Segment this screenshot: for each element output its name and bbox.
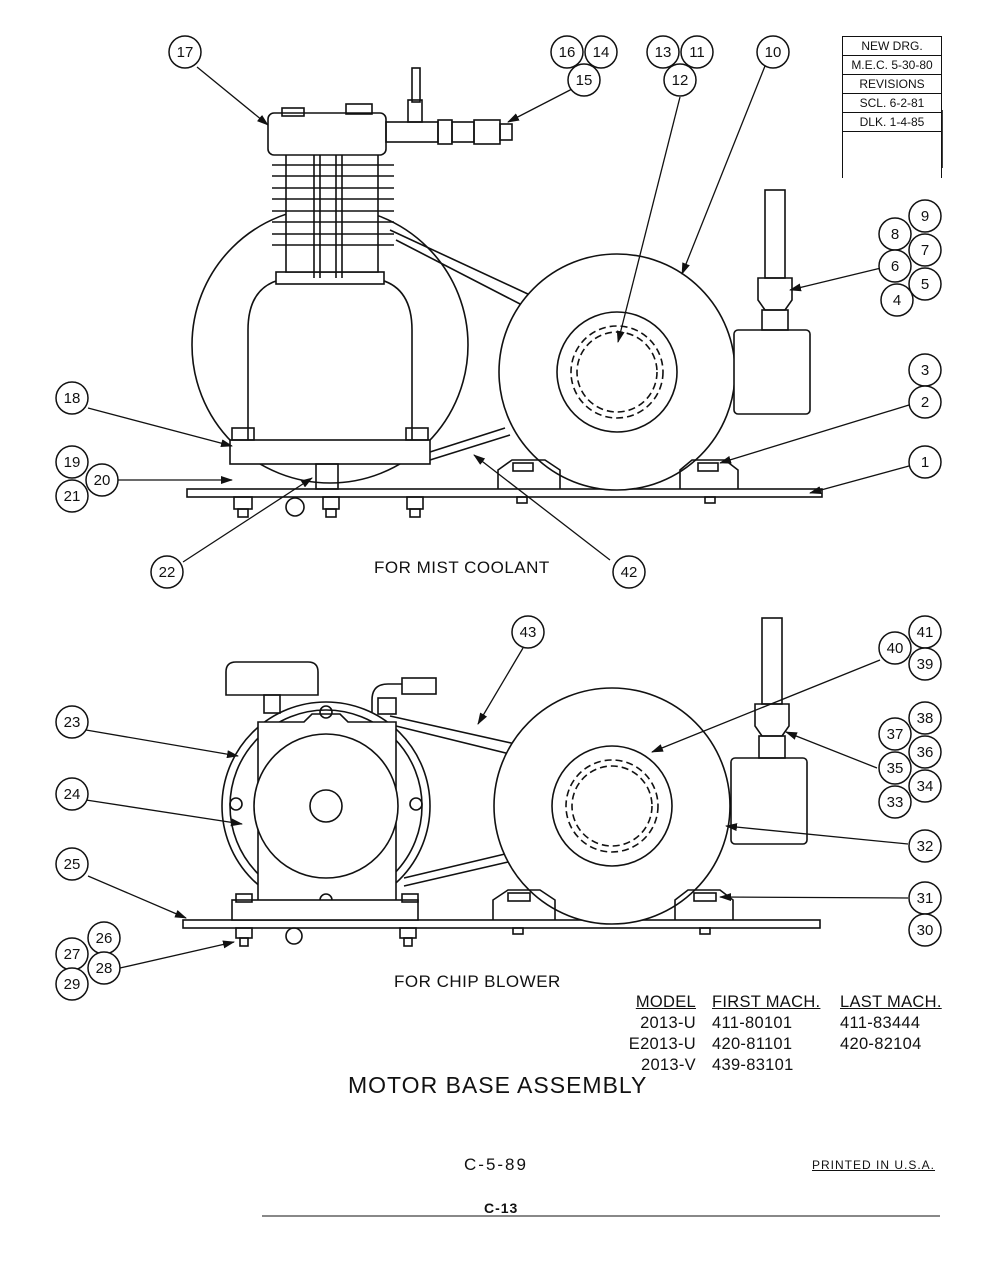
last-mach-row-1: 411-83444 <box>840 1014 921 1032</box>
page-title: MOTOR BASE ASSEMBLY <box>348 1072 648 1098</box>
compressor-mount <box>229 439 431 465</box>
callout-28: 28 <box>96 960 113 977</box>
callout-13: 13 <box>655 44 672 61</box>
callout-4: 4 <box>893 292 901 309</box>
callout-40: 40 <box>887 640 904 657</box>
caption-chip-blower: FOR CHIP BLOWER <box>394 972 561 991</box>
callout-43: 43 <box>520 624 537 641</box>
callout-24: 24 <box>64 786 81 803</box>
callout-1: 1 <box>921 454 929 471</box>
motor-bottom <box>493 687 731 925</box>
page-id: C-13 <box>484 1200 519 1216</box>
callout-leaders <box>85 65 910 969</box>
callout-17: 17 <box>177 44 194 61</box>
air-fitting-top <box>385 67 513 145</box>
rev-row-mec: M.E.C. 5-30-80 <box>843 56 941 75</box>
callout-39: 39 <box>917 656 934 673</box>
solenoid-box-top <box>733 329 811 415</box>
rev-row-revisions: REVISIONS <box>843 75 941 94</box>
callout-19: 19 <box>64 454 81 471</box>
callout-31: 31 <box>917 890 934 907</box>
model-row-1: 2013-U <box>640 1014 696 1032</box>
first-mach-header: FIRST MACH. <box>712 993 821 1011</box>
rev-row-blank <box>843 132 941 178</box>
callout-10: 10 <box>765 44 782 61</box>
model-column: MODEL 2013-U E2013-U 2013-V <box>610 992 696 1076</box>
callout-37: 37 <box>887 726 904 743</box>
callout-6: 6 <box>891 258 899 275</box>
date-code: C-5-89 <box>464 1155 528 1174</box>
callout-bubbles <box>55 35 942 1001</box>
callout-14: 14 <box>593 44 610 61</box>
base-plate-bottom <box>182 919 821 929</box>
callout-22: 22 <box>159 564 176 581</box>
callout-5: 5 <box>921 276 929 293</box>
callout-34: 34 <box>917 778 934 795</box>
model-row-3: 2013-V <box>640 1056 696 1074</box>
rev-row-new-drg: NEW DRG. <box>843 37 941 56</box>
callout-9: 9 <box>921 208 929 225</box>
callout-2: 2 <box>921 394 929 411</box>
callout-38: 38 <box>917 710 934 727</box>
compressor-head <box>267 112 387 156</box>
callout-30: 30 <box>917 922 934 939</box>
last-mach-row-2: 420-82104 <box>840 1035 922 1053</box>
callout-26: 26 <box>96 930 113 947</box>
callout-42: 42 <box>621 564 638 581</box>
model-header: MODEL <box>635 993 696 1011</box>
callout-3: 3 <box>921 362 929 379</box>
callout-25: 25 <box>64 856 81 873</box>
callout-27: 27 <box>64 946 81 963</box>
caption-mist-coolant: FOR MIST COOLANT <box>374 558 550 577</box>
callout-32: 32 <box>917 838 934 855</box>
motor-top <box>498 253 736 491</box>
callout-15: 15 <box>576 72 593 89</box>
callout-41: 41 <box>917 624 934 641</box>
callout-20: 20 <box>94 472 111 489</box>
chip-blower-assembly <box>182 617 821 947</box>
callout-35: 35 <box>887 760 904 777</box>
callout-29: 29 <box>64 976 81 993</box>
rev-row-dlk: DLK. 1-4-85 <box>843 113 941 132</box>
callout-18: 18 <box>64 390 81 407</box>
first-mach-row-1: 411-80101 <box>712 1014 793 1032</box>
callout-11: 11 <box>689 44 705 61</box>
first-mach-row-3: 439-83101 <box>712 1056 794 1074</box>
first-mach-column: FIRST MACH. 411-80101 420-81101 439-8310… <box>712 992 820 1076</box>
callout-16: 16 <box>559 44 576 61</box>
model-row-2: E2013-U <box>628 1035 696 1053</box>
base-plate-top <box>186 488 823 498</box>
rev-row-scl: SCL. 6-2-81 <box>843 94 941 113</box>
solenoid-box-bottom <box>730 757 808 845</box>
callout-7: 7 <box>921 242 929 259</box>
last-mach-column: LAST MACH. 411-83444 420-82104 <box>840 992 942 1055</box>
callout-8: 8 <box>891 226 899 243</box>
printed-in-usa: PRINTED IN U.S.A. <box>812 1158 936 1172</box>
callout-21: 21 <box>64 488 81 505</box>
callout-33: 33 <box>887 794 904 811</box>
muffler <box>225 661 319 696</box>
revision-block: NEW DRG. M.E.C. 5-30-80 REVISIONS SCL. 6… <box>842 36 942 178</box>
mist-coolant-assembly <box>186 67 823 518</box>
callout-numbers: 17 16 14 15 13 11 12 10 9 8 7 6 5 4 3 2 … <box>64 44 934 993</box>
callout-12: 12 <box>672 72 689 89</box>
callout-23: 23 <box>64 714 81 731</box>
first-mach-row-2: 420-81101 <box>712 1035 793 1053</box>
last-mach-header: LAST MACH. <box>840 993 942 1011</box>
callout-36: 36 <box>917 744 934 761</box>
